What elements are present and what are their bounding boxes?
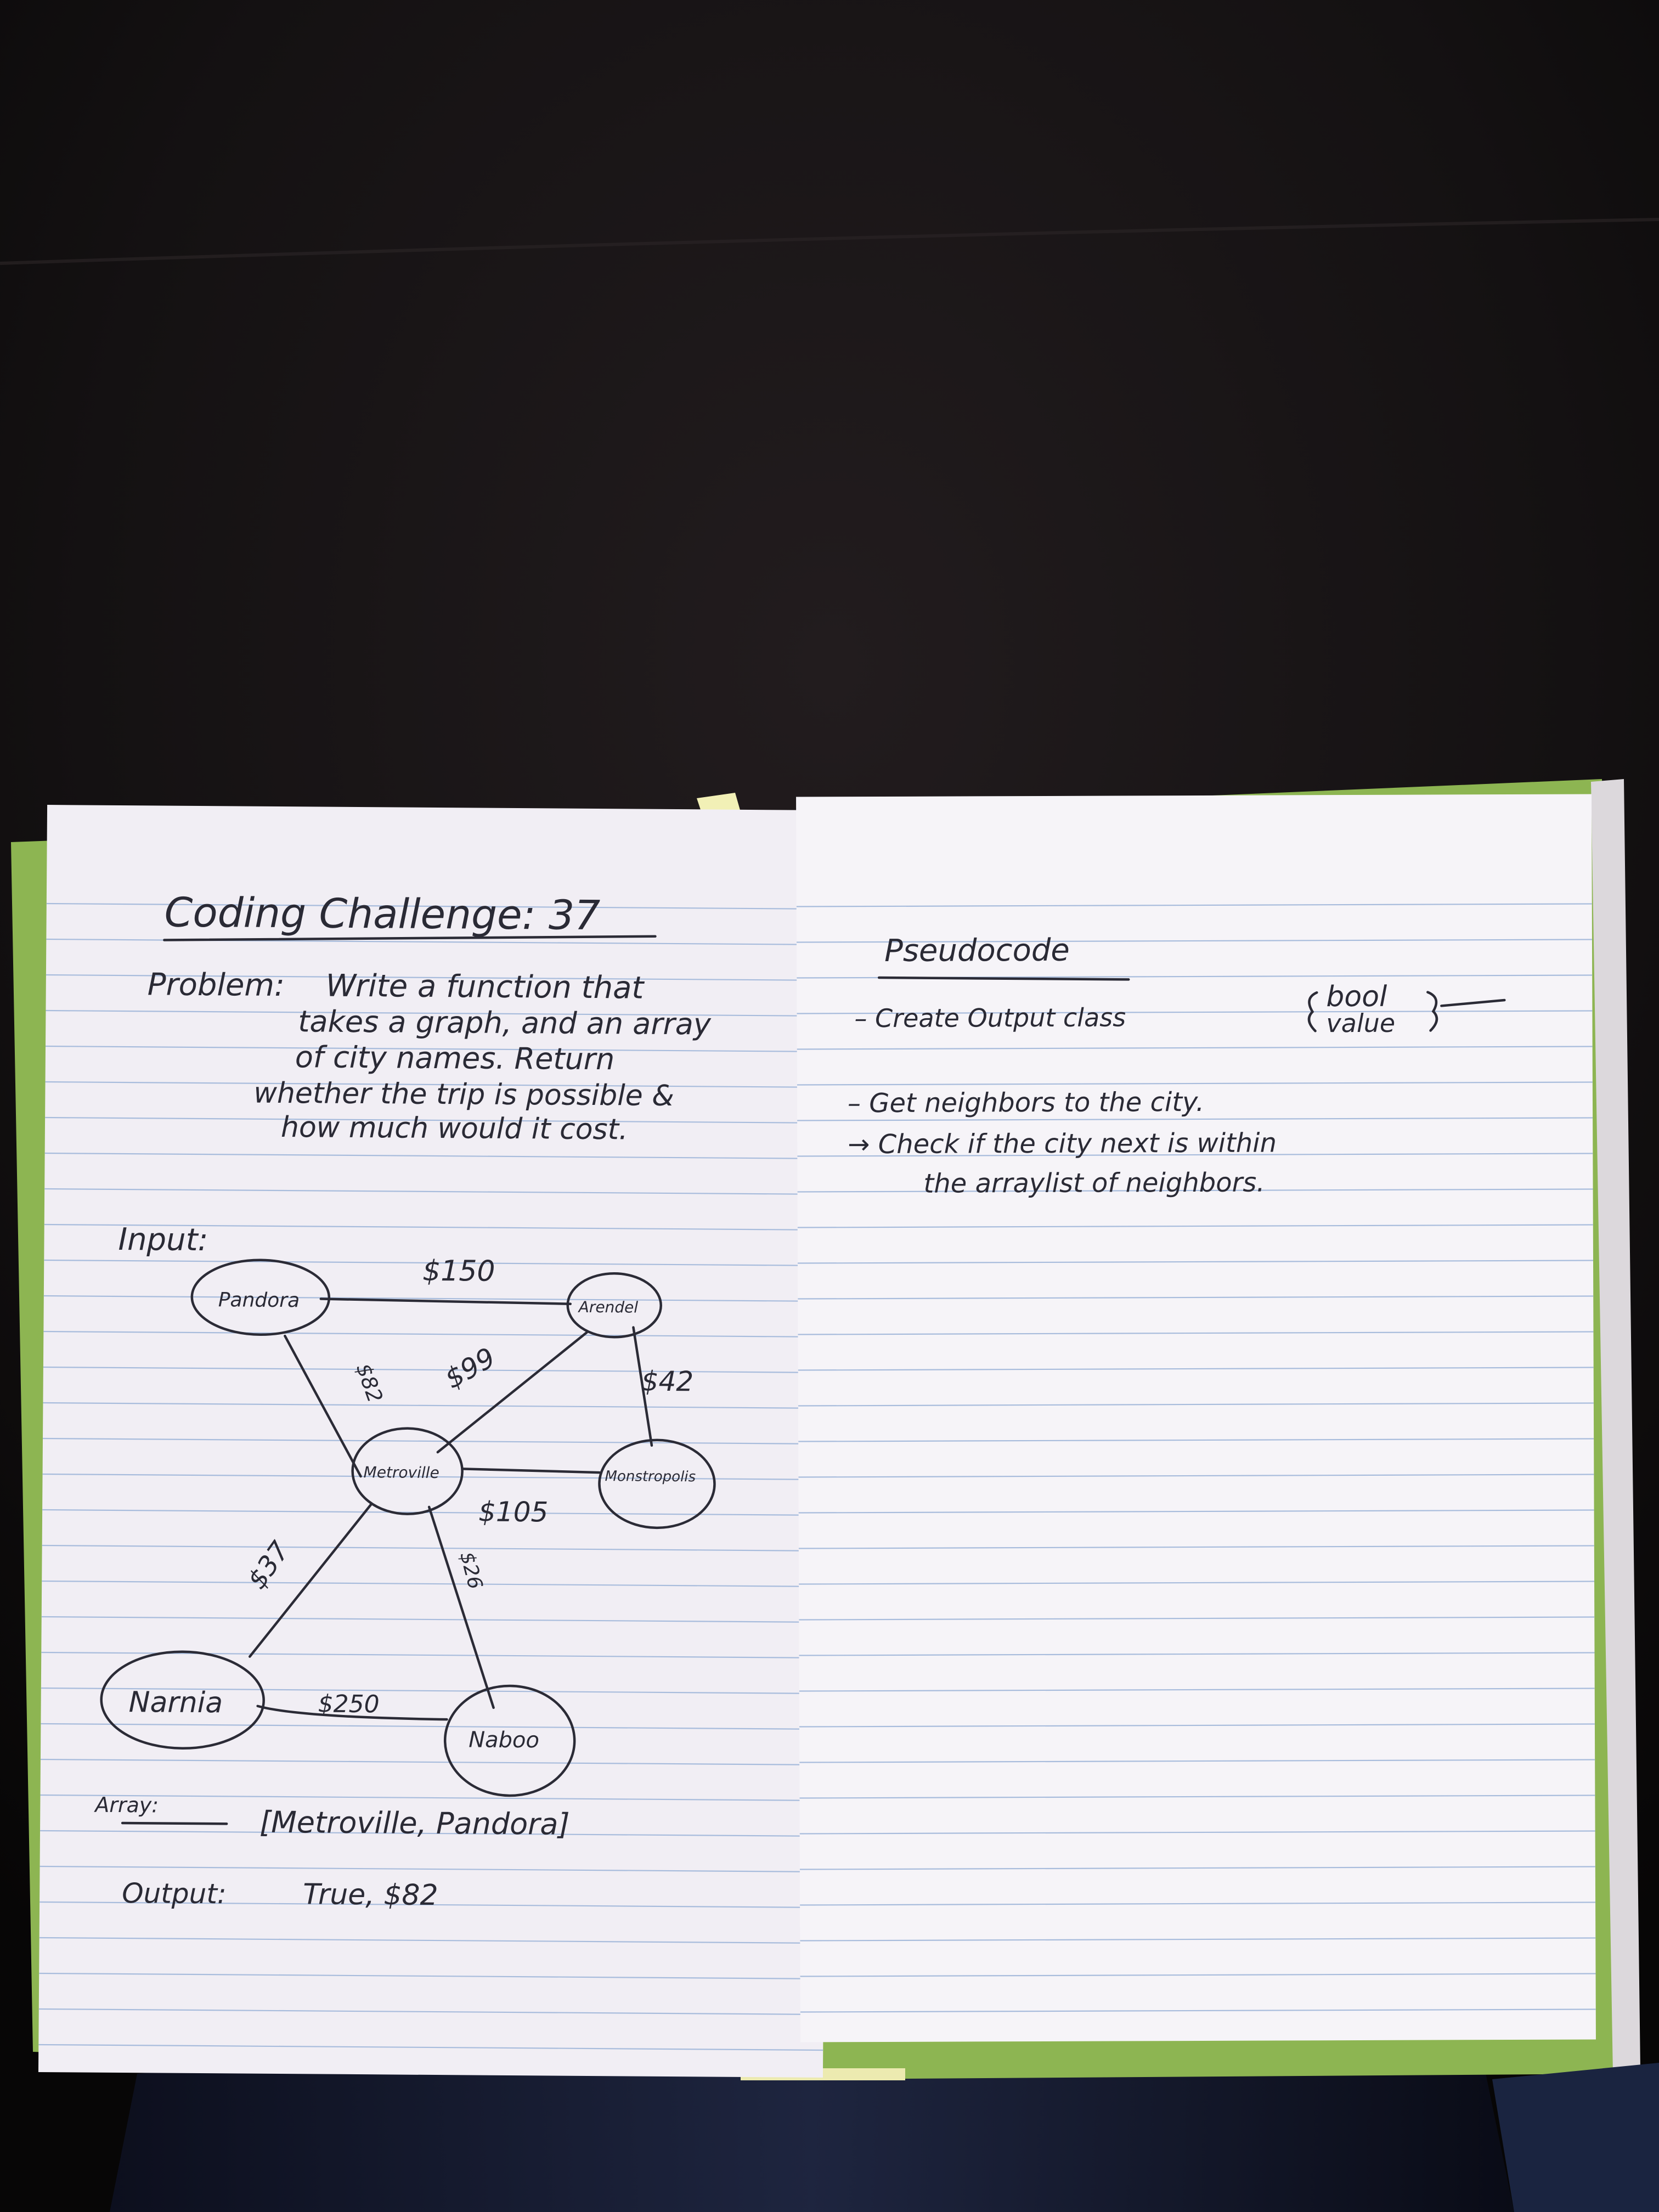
problem-line-1: Write a function that: [326, 968, 645, 1006]
node-label-arendel: Arendel: [578, 1298, 639, 1317]
cost-metroville-narnia: $37: [241, 1536, 296, 1594]
cost-metroville-monstropolis: $105: [478, 1496, 549, 1528]
graph-edges: [249, 1297, 653, 1721]
cost-metroville-naboo: $26: [455, 1549, 487, 1592]
pseudocode-heading: Pseudocode: [884, 933, 1070, 969]
pseudo-line-3: → Check if the city next is within: [848, 1127, 1277, 1160]
edge-metroville-naboo: [427, 1505, 495, 1709]
node-arendel: [566, 1272, 662, 1339]
ruled-lines: [796, 903, 1596, 2013]
edge-metroville-monstropolis: [461, 1468, 601, 1474]
graph-nodes: Pandora Arendel Metroville Monstropolis …: [100, 1259, 716, 1797]
right-page-drawing: Pseudocode – Create Output class – Get n…: [796, 903, 1596, 2013]
strikethrough-int: [1440, 998, 1506, 1007]
ruled-lines: [38, 902, 831, 2051]
edge-cost-labels: $150 $82 $99 $42 $105 $37 $26 $250: [241, 1255, 694, 1719]
left-page-drawing: Coding Challenge: 37 Problem: Write a fu…: [38, 889, 831, 2051]
output-value: True, $82: [303, 1878, 438, 1912]
cost-arendel-metroville: $99: [439, 1341, 501, 1395]
node-monstropolis: [598, 1438, 716, 1530]
edge-narnia-naboo: [256, 1705, 448, 1721]
cost-arendel-monstropolis: $42: [641, 1365, 694, 1398]
open-brace: [1307, 991, 1318, 1032]
edge-pandora-arendel: [319, 1297, 572, 1305]
edge-pandora-metroville: [284, 1334, 362, 1478]
challenge-title: Coding Challenge: 37: [164, 889, 600, 940]
cost-pandora-arendel: $150: [422, 1255, 495, 1288]
edge-metroville-narnia: [249, 1502, 373, 1658]
node-label-naboo: Naboo: [469, 1727, 539, 1753]
node-label-narnia: Narnia: [128, 1686, 223, 1719]
node-naboo: [443, 1684, 576, 1797]
pseudo-line-2: – Get neighbors to the city.: [848, 1087, 1204, 1119]
class-field-value: value: [1326, 1008, 1395, 1038]
pseudo-line-4: the arraylist of neighbors.: [923, 1167, 1265, 1199]
cost-pandora-metroville: $82: [351, 1360, 387, 1406]
array-value: [Metroville, Pandora]: [259, 1805, 570, 1842]
right-notebook-page: Pseudocode – Create Output class – Get n…: [796, 794, 1596, 2042]
problem-line-3: of city names. Return: [295, 1040, 615, 1076]
problem-line-4: whether the trip is possible &: [253, 1077, 674, 1113]
node-label-monstropolis: Monstropolis: [605, 1468, 696, 1485]
output-label: Output:: [122, 1877, 227, 1910]
node-label-pandora: Pandora: [218, 1289, 300, 1312]
array-label: Array:: [93, 1793, 159, 1818]
node-metroville: [351, 1427, 464, 1515]
input-label: Input:: [118, 1222, 208, 1258]
node-label-metroville: Metroville: [363, 1463, 439, 1482]
node-narnia: [100, 1650, 265, 1750]
problem-line-5: how much would it cost.: [281, 1111, 628, 1146]
problem-line-2: takes a graph, and an array: [298, 1004, 712, 1041]
cost-narnia-naboo: $250: [318, 1690, 379, 1719]
edge-arendel-metroville: [436, 1331, 588, 1454]
problem-label: Problem:: [148, 967, 285, 1003]
strikethrough-input: [121, 1821, 228, 1825]
pseudo-line-1: – Create Output class: [854, 1002, 1126, 1033]
node-pandora: [190, 1259, 331, 1336]
edge-arendel-monstropolis: [632, 1326, 653, 1447]
left-notebook-page: Coding Challenge: 37 Problem: Write a fu…: [38, 805, 832, 2078]
class-field-bool: bool: [1326, 980, 1387, 1013]
close-brace: [1426, 991, 1438, 1032]
